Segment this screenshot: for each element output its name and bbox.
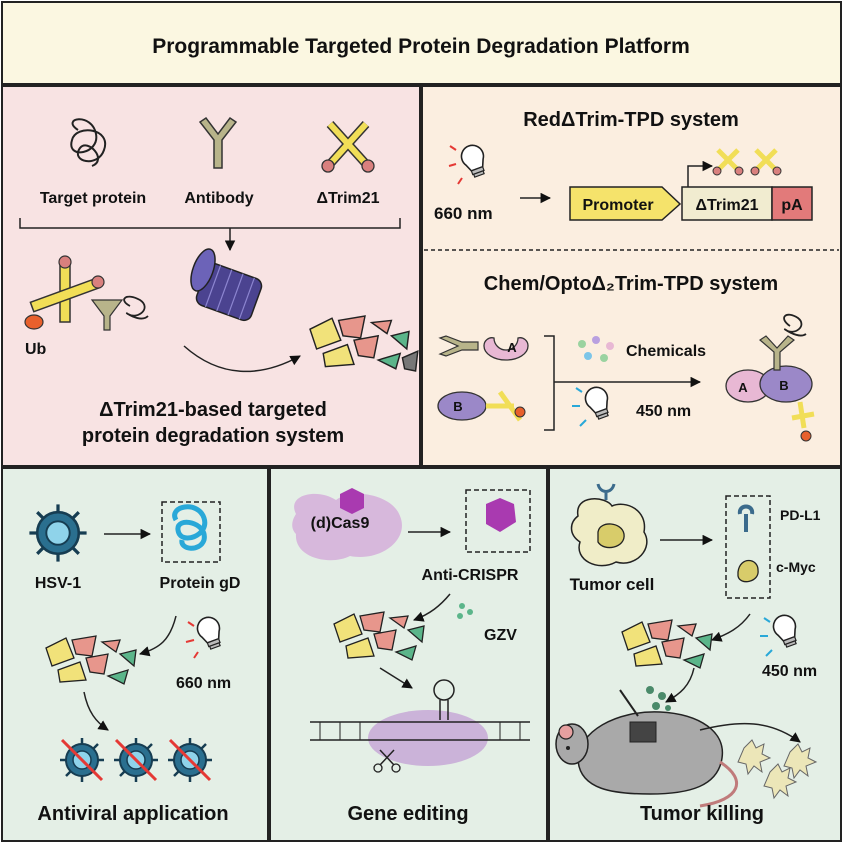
killed-cells-icon [737, 739, 818, 800]
chemopto-bracket [544, 335, 555, 431]
proteasome-icon [190, 248, 263, 322]
transcription-arrow [687, 160, 714, 187]
tumor-light-rays [760, 617, 773, 657]
tumor-arrow-2 [711, 613, 751, 642]
antiviral-light-rays [185, 621, 199, 659]
tumor-arrow-3 [665, 667, 695, 703]
cmyc-label: c-Myc [776, 559, 816, 575]
target-protein-icon [70, 118, 107, 167]
tumor-arrow-4 [699, 722, 801, 743]
trim21-icon [321, 120, 375, 173]
pa-label: pA [781, 197, 803, 214]
cas9-label: (d)Cas9 [311, 515, 370, 532]
gene-box [681, 186, 773, 221]
antiviral-arrow-3 [83, 691, 109, 731]
red-title: RedΔTrim-TPD system [523, 109, 739, 131]
pdl1-label: PD-L1 [780, 507, 821, 523]
system-caption-1: ΔTrim21-based targeted [99, 399, 327, 421]
system-caption-2: protein degradation system [82, 425, 344, 447]
a-label: A [507, 340, 517, 355]
b-trim-icon [437, 390, 526, 422]
header-box [1, 1, 842, 85]
tumor-wavelength: 450 nm [762, 663, 817, 680]
tumor-nucleus-icon [597, 523, 625, 549]
trim21-label: ΔTrim21 [316, 190, 379, 207]
gzv-label: GZV [484, 627, 517, 644]
dimer-a-label: A [738, 380, 748, 395]
injected-particles-icon [646, 686, 671, 711]
antibody-a-icon [438, 335, 529, 361]
anticrispr-box [465, 489, 531, 553]
hsv1-label: HSV-1 [35, 575, 81, 592]
cas9-blob [292, 493, 402, 561]
tumor-target-box [725, 495, 771, 599]
dimer-complex-icon [725, 313, 815, 442]
pa-box [771, 186, 813, 221]
antibody-icon [198, 116, 238, 169]
gd-box [161, 501, 221, 563]
target-protein-label: Target protein [40, 190, 146, 207]
cas9-hexagon [340, 488, 364, 514]
blue-light-rays [572, 387, 587, 427]
inhibited-virus-icons [58, 736, 214, 784]
dimer-b-label: B [779, 378, 788, 393]
pdl1-receptor-icon [596, 483, 616, 500]
antibody-label: Antibody [184, 190, 253, 207]
gzv-icon [457, 603, 473, 619]
chemopto-title: Chem/OptoΔ₂Trim-TPD system [484, 273, 778, 295]
tumor-caption: Tumor killing [640, 803, 764, 825]
gene-arrow-3 [379, 667, 413, 689]
fragments-icon [309, 315, 419, 372]
protein-gd-icon [172, 504, 208, 551]
gene-arrow-2 [413, 593, 451, 622]
tumor-cell-label: Tumor cell [570, 575, 655, 594]
chemopto-wavelength: 450 nm [636, 403, 691, 420]
antiviral-wavelength: 660 nm [176, 675, 231, 692]
chemicals-label: Chemicals [626, 343, 706, 360]
expressed-trim-icons [712, 148, 782, 176]
bracket [19, 218, 401, 229]
red-light-rays [448, 145, 463, 185]
chemicals-icon [578, 336, 614, 362]
anticrispr-hexagon [486, 498, 516, 532]
gene-caption: Gene editing [347, 803, 468, 825]
cmyc-icon [737, 559, 759, 583]
degradation-arrow [183, 345, 301, 373]
b-label: B [453, 399, 462, 414]
right-top-panel [421, 85, 842, 467]
antiviral-arrow-2 [138, 615, 177, 657]
complex-icon [24, 255, 149, 331]
mouse-icon [555, 689, 739, 808]
pdl1-icon [737, 504, 755, 532]
antiviral-caption: Antiviral application [37, 803, 228, 825]
promoter-box [569, 186, 682, 221]
red-wavelength: 660 nm [434, 204, 493, 223]
protein-gd-label: Protein gD [160, 575, 241, 592]
anticrispr-label: Anti-CRISPR [422, 567, 519, 584]
hsv1-icon [27, 502, 89, 564]
dna-cas9-icon [310, 679, 530, 773]
ub-label: Ub [25, 341, 47, 358]
main-title: Programmable Targeted Protein Degradatio… [152, 35, 690, 58]
promoter-label: Promoter [582, 197, 653, 214]
gene-label: ΔTrim21 [695, 197, 758, 214]
